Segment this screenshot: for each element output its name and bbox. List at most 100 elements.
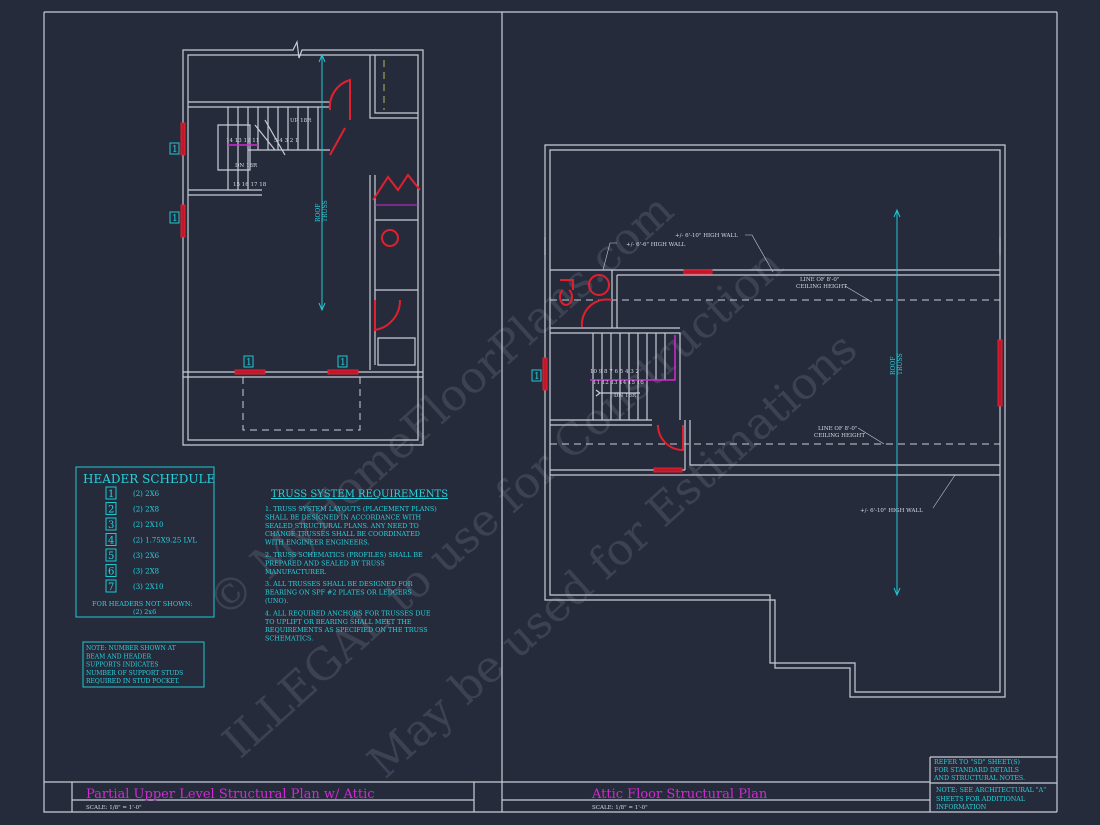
svg-text:+/- 6'-10" HIGH WALL: +/- 6'-10" HIGH WALL [860,508,923,514]
truss-requirement-line: PREPARED AND SEALED BY TRUSS [265,559,385,567]
header-beam [327,369,359,375]
truss-requirement-line: MANUFACTURER. [265,568,327,576]
truss-requirement-line: BEARING ON SPF #2 PLATES OR LEDGERS [265,589,412,597]
header-schedule-row: 7(3) 2X10 [105,579,164,593]
svg-text:ROOF: ROOF [890,356,897,375]
right-floor-plan: 1 10 9 8 7 6 5 4 3 2 11 12 13 14 15 16 D… [531,144,1006,698]
header-beam [180,122,186,156]
svg-text:FOR HEADERS NOT SHOWN:: FOR HEADERS NOT SHOWN: [92,600,192,608]
svg-text:1: 1 [534,372,540,382]
svg-text:1: 1 [172,145,178,155]
header-schedule-row: 4 (2) 1.75X9.25 LVL [105,533,197,547]
right-plan-title: Attic Floor Structural Plan [591,787,768,802]
left-floor-plan: 1 1 1 1 UP 18R 14 13 12 11 5 4 3 2 1 DN … [169,39,424,446]
header-size: (3) 2X10 [133,583,164,591]
svg-text:INFORMATION: INFORMATION [936,804,987,811]
svg-text:FOR STANDARD DETAILS: FOR STANDARD DETAILS [934,767,1019,774]
header-tag-box [105,548,117,562]
header-tag-box [105,502,117,515]
header-beam [997,339,1003,407]
stud-note-line: REQUIRED IN STUD POCKET. [86,678,180,685]
truss-requirement-line: TO UPLIFT OR BEARING SHALL MEET THE [265,618,412,626]
roof-truss-arrow [893,208,901,597]
header-tag-box [105,533,117,546]
stud-note-line: BEAM AND HEADER [86,653,152,660]
svg-text:UP 18R: UP 18R [290,118,312,124]
stud-note-line: NUMBER OF SUPPORT STUDS [86,670,183,677]
header-beam [180,204,186,238]
header-schedule-row: 1 (2) 2X6 [105,486,160,500]
truss-requirement-line: SHALL BE DESIGNED IN ACCORDANCE WITH [265,513,422,521]
truss-requirement-line: 2. TRUSS SCHEMATICS (PROFILES) SHALL BE [265,551,423,559]
svg-text:1: 1 [172,214,178,224]
truss-requirement-line: REQUIREMENTS AS SPECIFIED ON THE TRUSS [265,626,428,634]
header-tag: 1 1 1 1 [169,142,348,368]
stud-note-line: SUPPORTS INDICATES [86,662,158,669]
svg-text:LINE OF 8'-0": LINE OF 8'-0" [818,426,857,432]
svg-text:SHEETS FOR ADDITIONAL: SHEETS FOR ADDITIONAL [936,796,1026,803]
truss-requirement-line: SCHEMATICS. [265,635,313,643]
header-tag: 2 [108,505,114,516]
header-tag-box [105,564,117,577]
header-tag: 5 [108,551,114,562]
header-beam [683,269,713,275]
header-size: (2) 2X10 [133,521,164,529]
svg-text:1: 1 [246,358,252,368]
header-tag: 4 [108,536,114,547]
header-size: (2) 2X6 [133,490,160,498]
svg-text:+/- 6'-10" HIGH WALL: +/- 6'-10" HIGH WALL [675,233,738,239]
truss-requirement-line: 4. ALL REQUIRED ANCHORS FOR TRUSSES DUE [265,609,431,617]
svg-text:10 9 8 7 6 5 4 3 2: 10 9 8 7 6 5 4 3 2 [590,369,639,375]
svg-text:AND STRUCTURAL NOTES.: AND STRUCTURAL NOTES. [933,775,1025,782]
header-tag: 3 [108,520,114,531]
svg-text:15 16 17 18: 15 16 17 18 [233,182,267,188]
header-schedule-row: 2(2) 2X8 [105,502,159,516]
header-beam [653,467,683,473]
header-beam [542,357,548,391]
svg-text:TRUSS SYSTEM REQUIREMENTS: TRUSS SYSTEM REQUIREMENTS [271,489,448,500]
header-schedule: HEADER SCHEDULE 1 (2) 2X6 2(2) 2X8 3 (2) 2X1… [75,466,215,618]
svg-text:ROOF: ROOF [315,203,322,222]
svg-text:REFER TO "SD" SHEET(S): REFER TO "SD" SHEET(S) [934,759,1020,766]
header-size: (2) 1.75X9.25 LVL [133,537,197,545]
header-schedule-row: 5 (3) 2X6 [105,548,160,562]
sheet-border [43,11,1058,813]
svg-text:CEILING HEIGHT: CEILING HEIGHT [814,433,865,439]
truss-system-requirements: TRUSS SYSTEM REQUIREMENTS 1. TRUSS SYSTE… [265,489,448,643]
truss-requirement-line: WITH ENGINEER ENGINEERS. [265,539,369,547]
header-tag-box [105,486,117,500]
left-plan-scale: SCALE: 1/8" = 1'-0" [86,805,142,811]
header-schedule-row: 3 (2) 2X10 [105,517,164,531]
svg-text:DN 18R: DN 18R [614,393,637,399]
svg-text:TRUSS: TRUSS [897,353,904,375]
svg-text:LINE OF 8'-0": LINE OF 8'-0" [800,277,839,283]
truss-requirement-line: CHANGE TRUSSES SHALL BE COORDINATED [265,530,420,538]
left-plan-title: Partial Upper Level Structural Plan w/ A… [86,787,375,802]
header-size: (3) 2X6 [133,552,160,560]
header-tag: 1 [108,489,114,500]
truss-requirement-line: 3. ALL TRUSSES SHALL BE DESIGNED FOR [265,580,413,588]
svg-text:+/- 6'-6" HIGH WALL: +/- 6'-6" HIGH WALL [626,242,686,248]
svg-text:1: 1 [340,358,346,368]
svg-text:HEADER SCHEDULE: HEADER SCHEDULE [83,472,215,486]
right-plan-scale: SCALE: 1/8" = 1'-0" [592,805,648,811]
svg-text:11 12 13 14 15 16: 11 12 13 14 15 16 [593,380,644,386]
architectural-note: NOTE: SEE ARCHITECTURAL "A" SHEETS FOR A… [936,787,1046,811]
svg-text:TRUSS: TRUSS [322,200,329,222]
svg-text:DN 18R: DN 18R [235,163,258,169]
header-schedule-row: 6 (3) 2X8 [105,564,159,578]
header-tag: 6 [108,567,114,578]
svg-text:14 13 12 11: 14 13 12 11 [226,138,259,144]
header-beam [234,369,266,375]
svg-text:CEILING HEIGHT: CEILING HEIGHT [796,284,847,290]
svg-text:(2) 2x6: (2) 2x6 [133,608,156,616]
truss-requirement-line: 1. TRUSS SYSTEM LAYOUTS (PLACEMENT PLANS… [265,505,437,513]
refer-note: REFER TO "SD" SHEET(S) FOR STANDARD DETA… [933,759,1025,782]
svg-text:5 4 3 2 1: 5 4 3 2 1 [274,138,299,144]
stud-note-line: NOTE: NUMBER SHOWN AT [86,645,176,652]
header-tag-box [105,579,117,593]
truss-requirement-line: (UNO). [265,597,288,605]
header-size: (3) 2X8 [133,568,159,576]
